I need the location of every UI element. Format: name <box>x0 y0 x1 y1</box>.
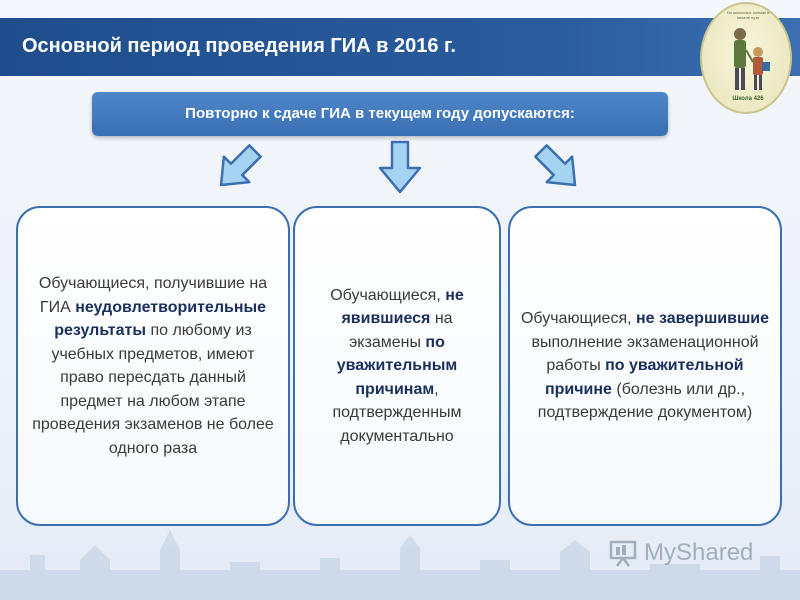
header-bar: Основной период проведения ГИА в 2016 г. <box>0 18 800 76</box>
logo-top-text: На школьных холмах в начале пути <box>726 10 770 20</box>
watermark: MyShared <box>608 535 753 571</box>
subheader-text: Повторно к сдаче ГИА в текущем году допу… <box>185 105 575 122</box>
arrow-down-right-icon <box>534 144 577 187</box>
presentation-board-icon <box>609 540 637 567</box>
subheader-banner: Повторно к сдаче ГИА в текущем году допу… <box>92 92 668 136</box>
logo-bottom-text: Школа 426 <box>732 96 764 102</box>
watermark-text: MyShared <box>644 539 754 566</box>
card-text: Обучающиеся, получившие на ГИА неудовлет… <box>32 275 274 457</box>
logo-figures-icon <box>734 28 770 90</box>
card-text: Обучающиеся, не завершившие выполнение э… <box>520 310 770 422</box>
city-silhouette-background <box>0 530 800 600</box>
card-not-completed: Обучающиеся, не завершившие выполнение э… <box>508 206 782 526</box>
arrow-down-icon <box>378 140 422 194</box>
card-text: Обучающиеся, не явившиеся на экзамены по… <box>330 286 464 445</box>
school-logo: На школьных холмах в начале пути Школа 4… <box>700 2 792 114</box>
card-unsatisfactory-results: Обучающиеся, получившие на ГИА неудовлет… <box>16 206 290 526</box>
card-absent-valid-reason: Обучающиеся, не явившиеся на экзамены по… <box>293 206 501 526</box>
arrow-down-left-icon <box>219 144 262 187</box>
page-title: Основной период проведения ГИА в 2016 г. <box>22 35 456 57</box>
